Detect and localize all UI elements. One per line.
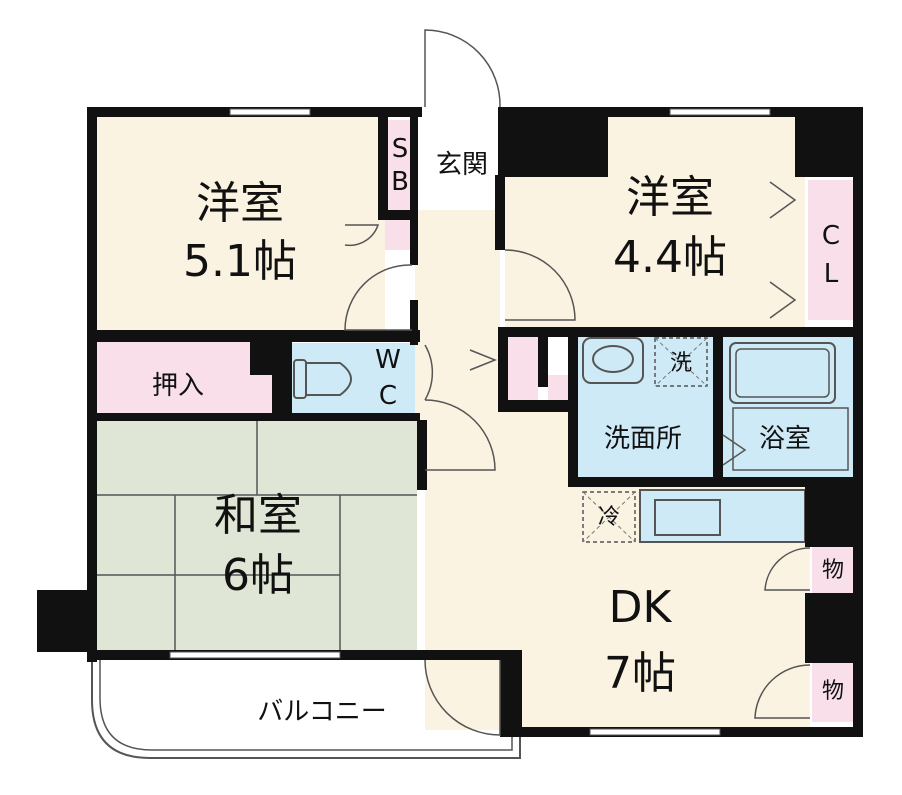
dk-size: 7帖	[604, 648, 676, 699]
windows	[169, 108, 771, 736]
western-room-b-size: 4.4帖	[613, 232, 727, 283]
closet-label-2: L	[824, 259, 839, 289]
balcony-outline	[91, 658, 521, 759]
bath-floor	[732, 407, 849, 471]
western-room-a-size: 5.1帖	[183, 236, 297, 287]
dk-name: DK	[609, 582, 673, 633]
entrance-label: 玄関	[436, 150, 488, 180]
washer-cross-2	[654, 337, 708, 387]
tatami-lines	[97, 420, 417, 650]
shoe-box-label-2: B	[391, 167, 409, 197]
bathroom-label: 浴室	[759, 424, 811, 454]
toilet-label-1: W	[375, 345, 401, 375]
balcony-label: バルコニー	[257, 697, 386, 727]
western-room-a-name: 洋室	[196, 178, 284, 229]
balcony-inner	[99, 658, 513, 751]
toilet-label-2: C	[379, 381, 397, 411]
western-room-a-floor	[95, 115, 385, 335]
bathtub	[729, 342, 836, 404]
hall-storage-floor	[508, 335, 538, 400]
hallway-corner-floor	[495, 400, 575, 485]
bathtub-inner	[735, 348, 830, 398]
shoe-box-label-1: S	[392, 134, 409, 164]
wash-basin	[582, 337, 644, 384]
sink-basin	[654, 499, 721, 536]
hallway-floor	[415, 210, 500, 485]
closet-floor	[808, 180, 853, 320]
toilet-tank	[293, 359, 307, 399]
fridge-space	[582, 491, 636, 543]
toilet-bowl	[305, 362, 352, 396]
washer-space	[654, 337, 708, 387]
closet-label-1: C	[822, 221, 840, 251]
storage-1-floor	[812, 545, 854, 593]
storage-1-label: 物	[822, 558, 844, 583]
storage-2-label: 物	[822, 679, 844, 704]
storage-2-floor	[812, 660, 854, 722]
oshiire-label: 押入	[152, 371, 204, 401]
doors	[344, 29, 811, 736]
entrance-floor	[425, 115, 500, 215]
wash-basin-bowl	[592, 345, 634, 373]
japanese-room-size: 6帖	[222, 550, 294, 601]
western-room-b-name: 洋室	[626, 172, 714, 223]
fridge-cross-2	[582, 491, 636, 543]
washroom-label: 洗面所	[604, 424, 682, 454]
washer-label: 洗	[670, 351, 692, 376]
japanese-room-name: 和室	[214, 490, 302, 541]
fridge-label: 冷	[598, 505, 620, 530]
